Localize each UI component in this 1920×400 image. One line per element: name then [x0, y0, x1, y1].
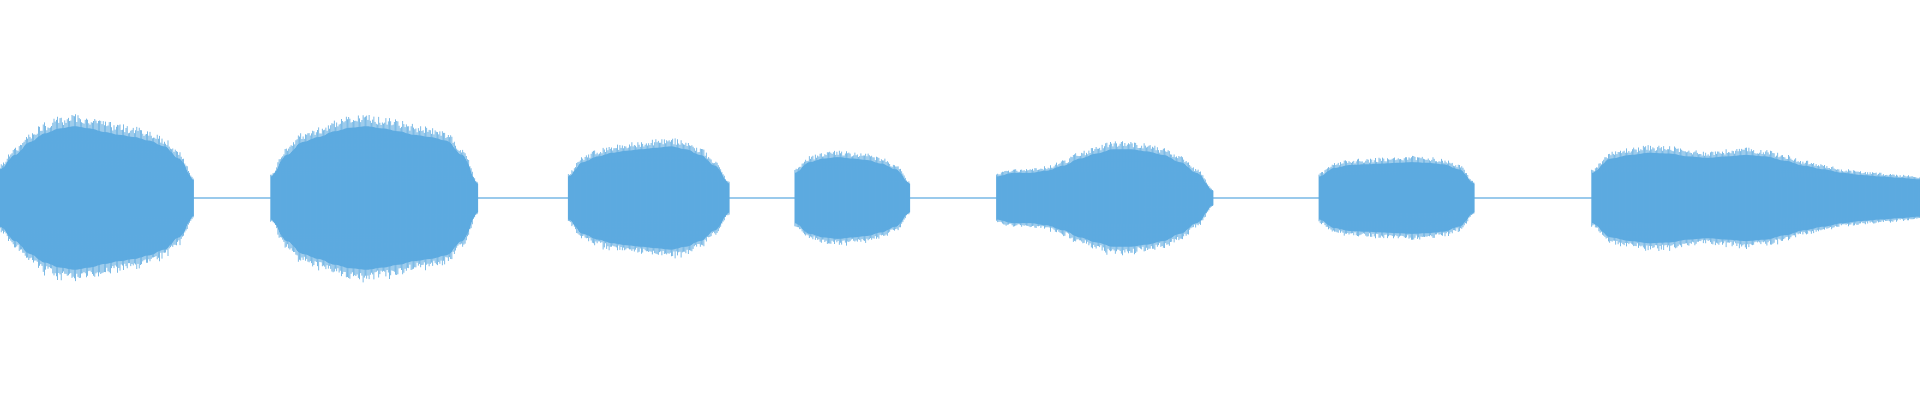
sound-segment-6-detail: [1318, 155, 1475, 240]
sound-segment-2-detail: [270, 115, 478, 283]
waveform-segments: [0, 114, 1920, 283]
sound-segment-3-detail: [567, 138, 730, 259]
sound-segment-5-detail: [996, 141, 1213, 256]
sound-segment-4-detail: [794, 150, 910, 246]
sound-segment-5: [996, 141, 1214, 256]
sound-segment-1: [0, 114, 194, 282]
sound-segment-6: [1318, 155, 1475, 240]
sound-segment-1-detail: [0, 114, 194, 282]
sound-segment-4: [794, 150, 911, 246]
sound-segment-2: [270, 115, 479, 283]
sound-segment-3: [567, 138, 730, 259]
sound-segment-7-detail: [1591, 145, 1920, 251]
sound-segment-7: [1591, 145, 1920, 251]
